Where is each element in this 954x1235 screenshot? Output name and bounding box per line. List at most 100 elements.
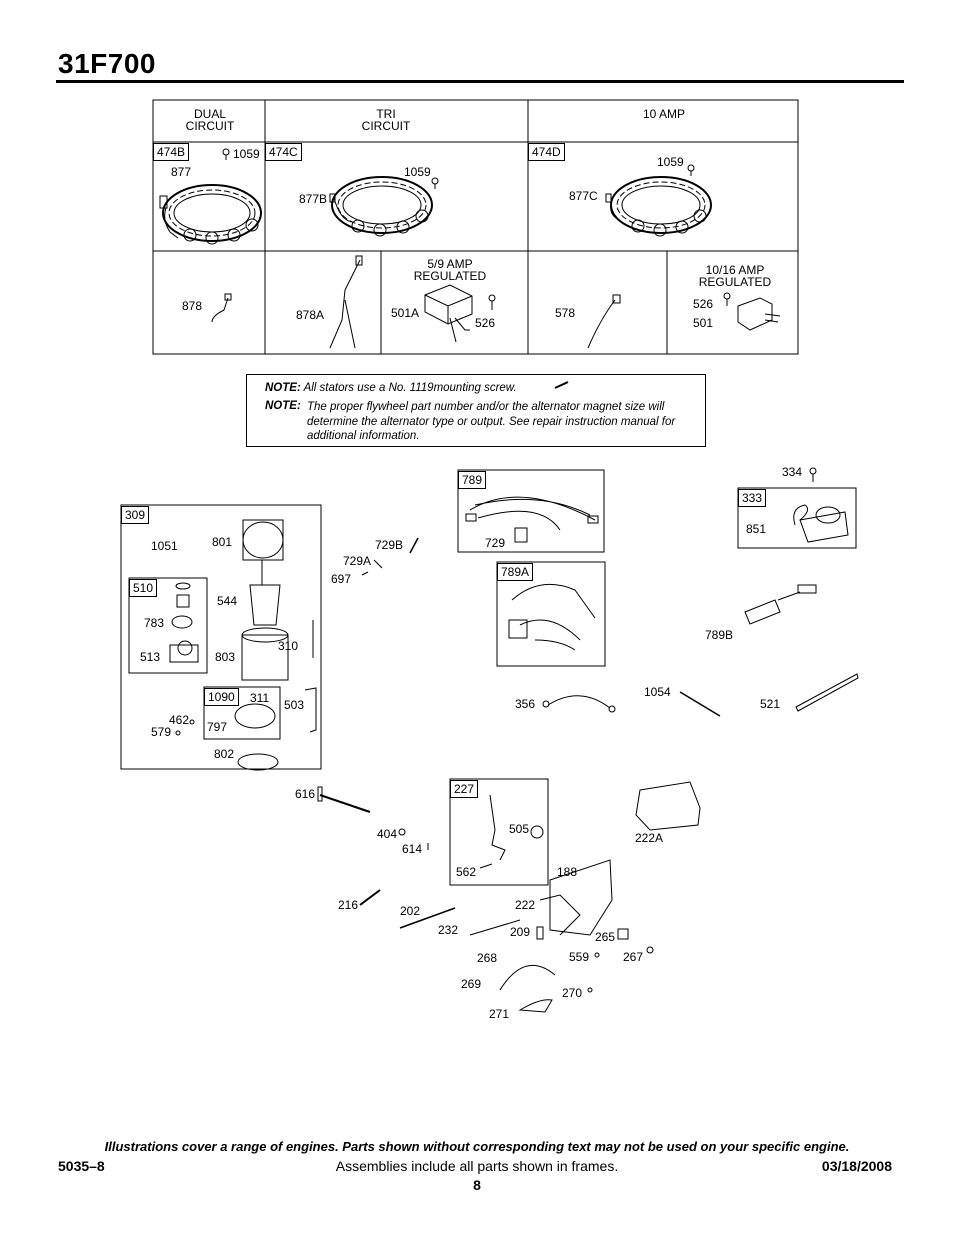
callout: 267: [623, 950, 644, 964]
callout: 1059: [404, 165, 431, 179]
callout: 802: [214, 747, 235, 761]
callout: 616: [295, 787, 316, 801]
callout: 789B: [705, 628, 734, 642]
callout: 877B: [299, 192, 328, 206]
callout: 501: [693, 316, 714, 330]
note-text: All stators use a No.: [303, 382, 407, 394]
governor-shaft: [319, 794, 371, 813]
callout: 878A: [296, 308, 325, 322]
callout: 188: [557, 865, 578, 879]
callout: 1051: [151, 539, 178, 553]
callout: 521: [760, 697, 781, 711]
header-10-16-amp-regulated: 10/16 AMP REGULATED: [698, 263, 772, 289]
lever-271: [518, 999, 553, 1013]
callout: 503: [284, 698, 305, 712]
col-header-dual-circuit: DUAL CIRCUIT: [185, 107, 235, 133]
stator-dual-circuit: [159, 184, 262, 245]
screw-icons: [222, 148, 731, 389]
callout: 505: [509, 822, 530, 836]
harness-789: [469, 496, 596, 531]
note-text: mounting screw.: [433, 382, 517, 394]
frame-label-1090: 1090: [204, 688, 239, 706]
footer-code: 5035–8: [58, 1158, 105, 1174]
callout: 526: [693, 297, 714, 311]
lead-878a: [329, 259, 361, 349]
callout: 310: [278, 639, 299, 653]
title-rule: [56, 80, 904, 83]
cable-356: [547, 695, 611, 709]
note-label: NOTE:: [265, 382, 301, 394]
callout: 544: [217, 594, 238, 608]
col-header-10-amp: 10 AMP: [642, 107, 686, 121]
callout: 562: [456, 865, 477, 879]
lead-578: [587, 299, 616, 349]
frame-label-227: 227: [450, 780, 479, 798]
note-text: The proper flywheel part number and/or t…: [307, 401, 676, 442]
callout: 559: [569, 950, 590, 964]
callout: 268: [477, 951, 498, 965]
callout: 783: [144, 616, 165, 630]
frame-label-333: 333: [738, 489, 767, 507]
callout: 803: [215, 650, 236, 664]
regulator-5-9-amp: [424, 284, 473, 343]
stator-tri-circuit: [329, 176, 433, 237]
footer-disclaimer: Illustrations cover a range of engines. …: [104, 1139, 850, 1154]
callout: 311: [250, 691, 270, 705]
callout: 729B: [375, 538, 404, 552]
starter-motor: [169, 519, 317, 771]
callout: 877: [171, 165, 192, 179]
callout: 513: [140, 650, 161, 664]
callout: 271: [489, 1007, 510, 1021]
page-title: 31F700: [58, 48, 156, 79]
bracket-222a: [635, 781, 701, 831]
frame-label-309: 309: [121, 506, 150, 524]
col-header-tri-circuit: TRI CIRCUIT: [361, 107, 411, 133]
callout: 578: [555, 306, 576, 320]
callout: 501A: [391, 306, 420, 320]
frame-label-789: 789: [458, 471, 487, 489]
callout: 222A: [635, 831, 664, 845]
spring-202: [399, 907, 456, 929]
callout: 878: [182, 299, 203, 313]
callout: 851: [746, 522, 767, 536]
note-label: NOTE:: [265, 400, 301, 412]
regulator-10-16-amp: [737, 297, 781, 331]
link-232: [469, 919, 521, 936]
frame-label-474c: 474C: [265, 143, 302, 161]
harness-789a: [511, 583, 596, 651]
callout: 209: [510, 925, 531, 939]
footer-assemblies-note: Assemblies include all parts shown in fr…: [335, 1158, 619, 1174]
callout: 462: [169, 713, 190, 727]
frame-label-474d: 474D: [528, 143, 565, 161]
governor-lever: [489, 794, 506, 861]
callout: 202: [400, 904, 421, 918]
callout: 697: [331, 572, 352, 586]
callout: 1059: [657, 155, 684, 169]
callout: 222: [515, 898, 536, 912]
callout: 729A: [343, 554, 372, 568]
ignition-module: [799, 511, 849, 543]
callout: 334: [782, 465, 803, 479]
callout: 356: [515, 697, 536, 711]
page-number: 8: [473, 1177, 481, 1193]
callout: 1054: [644, 685, 671, 699]
note-box: NOTE: All stators use a No. 1119mounting…: [246, 374, 706, 447]
cable-268: [499, 965, 556, 991]
callout: 877C: [569, 189, 598, 203]
callout: 1059: [233, 147, 260, 161]
footer-date: 03/18/2008: [821, 1158, 892, 1174]
frame-label-789a: 789A: [497, 563, 534, 581]
callout: 797: [207, 720, 228, 734]
callout: 801: [212, 535, 233, 549]
callout: 265: [595, 930, 616, 944]
callout: 270: [562, 986, 583, 1000]
note-screw-number: 1119: [409, 382, 434, 394]
callout: 526: [475, 316, 496, 330]
callout: 232: [438, 923, 459, 937]
lead-878: [211, 297, 229, 323]
callout: 729: [485, 536, 506, 550]
callout: 269: [461, 977, 482, 991]
callout: 404: [377, 827, 398, 841]
control-bracket: [549, 859, 613, 936]
